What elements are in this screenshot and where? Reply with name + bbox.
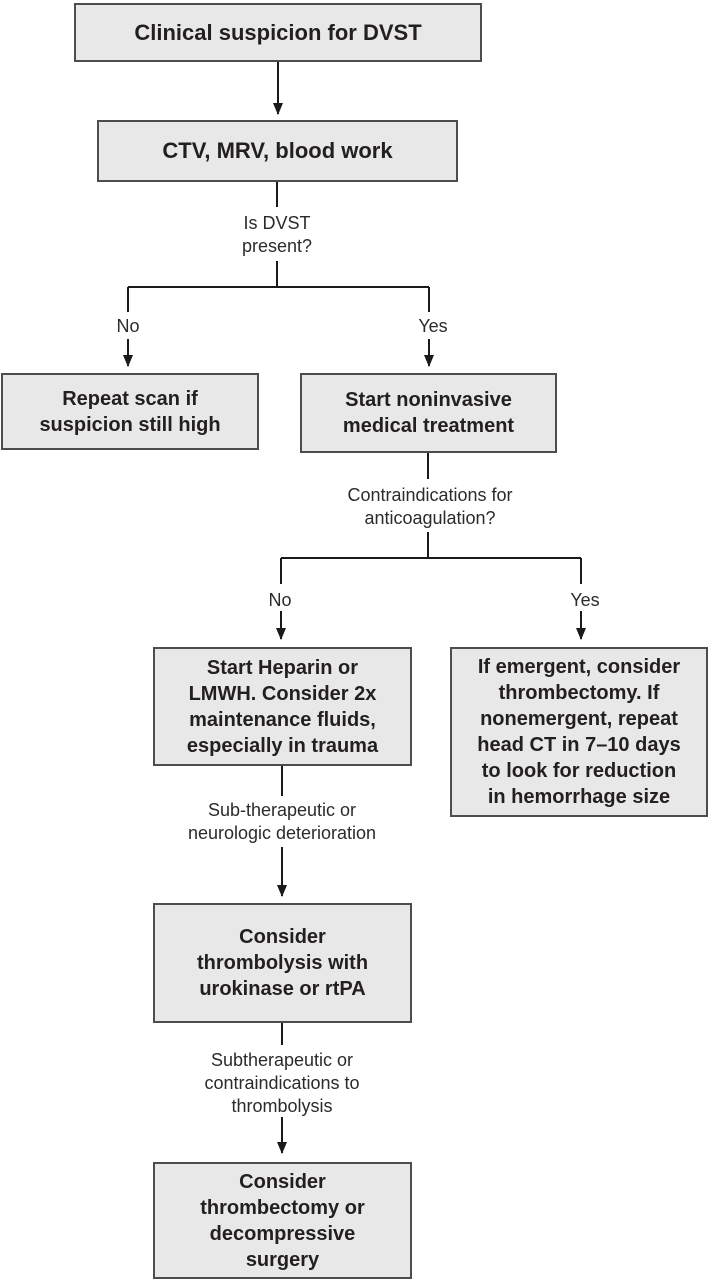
node-clinical-suspicion-text: Clinical suspicion for DVST bbox=[134, 19, 422, 45]
label-subtherapeutic-deterioration: Sub-therapeutic or neurologic deteriorat… bbox=[187, 800, 377, 843]
node-clinical-suspicion: Clinical suspicion for DVST bbox=[74, 3, 482, 62]
node-heparin-lmwh: Start Heparin or LMWH. Consider 2x maint… bbox=[153, 647, 412, 766]
label-dvst-no: No bbox=[116, 316, 140, 336]
node-heparin-lmwh-text: Start Heparin or LMWH. Consider 2x maint… bbox=[186, 656, 379, 757]
label-is-dvst-present: Is DVST present? bbox=[241, 213, 313, 256]
label-subtherapeutic-contraindications: Subtherapeutic or contraindications to t… bbox=[204, 1050, 360, 1116]
node-thrombectomy-surgery-text: Consider thrombectomy or decompressive s… bbox=[200, 1170, 365, 1271]
node-noninvasive-treatment-text: Start noninvasive medical treatment bbox=[342, 389, 515, 437]
node-imaging-workup-text: CTV, MRV, blood work bbox=[162, 138, 393, 163]
node-emergent-thrombectomy: If emergent, consider thrombectomy. If n… bbox=[450, 647, 708, 817]
node-noninvasive-treatment: Start noninvasive medical treatment bbox=[300, 373, 557, 453]
label-contraindications: Contraindications for anticoagulation? bbox=[347, 485, 513, 528]
node-thrombolysis-text: Consider thrombolysis with urokinase or … bbox=[196, 926, 369, 1000]
node-thrombectomy-surgery: Consider thrombectomy or decompressive s… bbox=[153, 1162, 412, 1279]
node-repeat-scan-text: Repeat scan if suspicion still high bbox=[39, 387, 221, 436]
label-contra-yes: Yes bbox=[570, 590, 600, 610]
connector-segments bbox=[127, 182, 582, 1045]
label-dvst-yes: Yes bbox=[418, 316, 448, 336]
node-emergent-thrombectomy-text: If emergent, consider thrombectomy. If n… bbox=[477, 656, 681, 808]
node-imaging-workup: CTV, MRV, blood work bbox=[97, 120, 458, 182]
node-thrombolysis: Consider thrombolysis with urokinase or … bbox=[153, 903, 412, 1023]
label-contra-no: No bbox=[268, 590, 292, 610]
node-repeat-scan: Repeat scan if suspicion still high bbox=[1, 373, 259, 450]
